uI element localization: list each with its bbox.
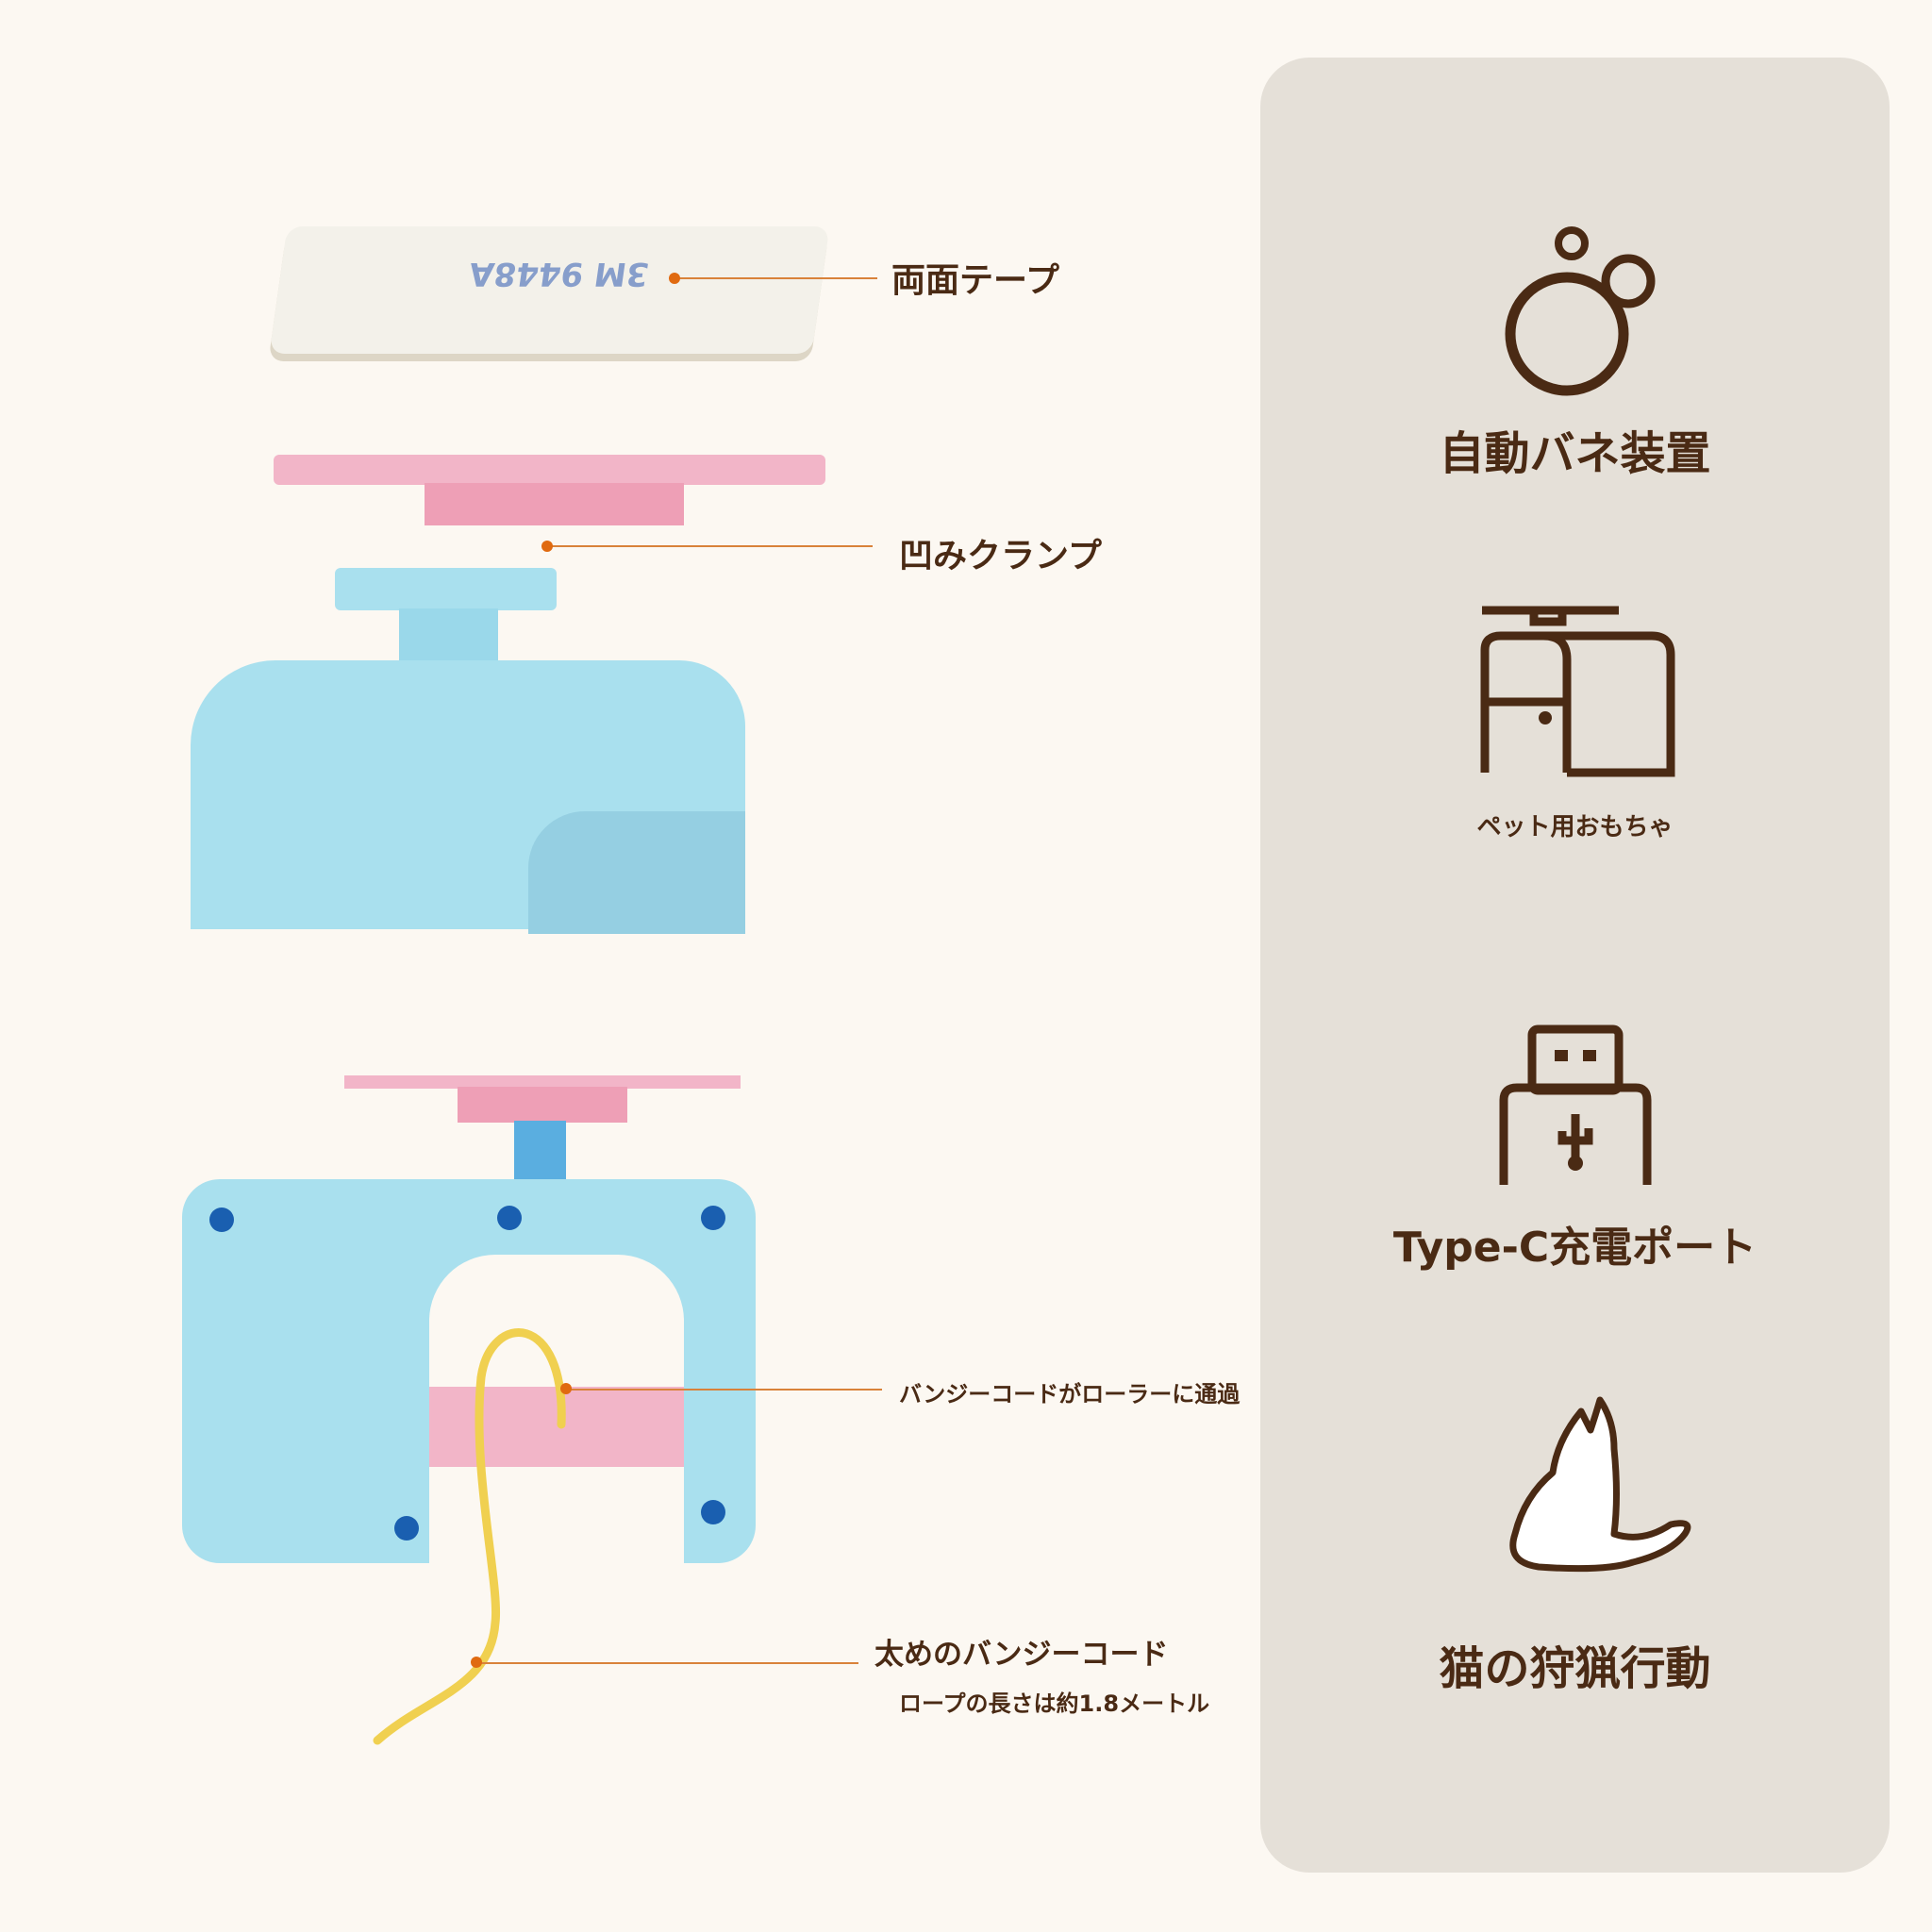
callout-line	[675, 277, 877, 279]
screw	[497, 1206, 522, 1230]
bottom-clamp-body	[458, 1087, 627, 1123]
feature-label: 自動バネ装置	[1439, 427, 1711, 480]
bubbles-icon	[1505, 226, 1656, 396]
cat-icon	[1509, 1396, 1691, 1573]
feature-panel: 自動バネ装置 ペット用おもちゃ Type-C充電ポート 猫の狩猟行動	[1260, 58, 1890, 1873]
feature-label: 猫の狩猟行動	[1439, 1642, 1711, 1695]
bungee-cord	[373, 1328, 566, 1745]
callout-dot	[669, 273, 680, 284]
callout-dot	[560, 1383, 572, 1394]
callout-line	[566, 1389, 882, 1391]
callout-dot	[541, 541, 553, 552]
callout-line	[547, 545, 873, 547]
feature-label: Type-C充電ポート	[1392, 1224, 1757, 1272]
callout-line	[476, 1662, 858, 1664]
label-tape: 両面テープ	[891, 261, 1059, 300]
desk-icon	[1480, 606, 1675, 777]
blue-housing-opening	[528, 811, 745, 934]
label-cord: 太めのバンジーコード	[874, 1638, 1169, 1672]
screw	[394, 1516, 419, 1541]
roller	[429, 1387, 684, 1467]
bottom-stem	[514, 1121, 566, 1182]
clamp-body	[425, 483, 684, 525]
label-clamp: 凹みクランプ	[899, 537, 1102, 575]
bottom-clamp-plate	[344, 1075, 741, 1089]
concave-clamp	[274, 455, 825, 485]
feature-label: ペット用おもちゃ	[1476, 813, 1674, 841]
usb-icon	[1499, 1024, 1652, 1185]
label-cord-length: ロープの長さは約1.8メートル	[899, 1690, 1210, 1717]
screw	[701, 1500, 725, 1524]
screw	[209, 1208, 234, 1232]
screw	[701, 1206, 725, 1230]
blue-pad	[335, 568, 557, 610]
label-roller: バンジーコードがローラーに通過	[899, 1381, 1241, 1407]
callout-dot	[471, 1657, 482, 1668]
